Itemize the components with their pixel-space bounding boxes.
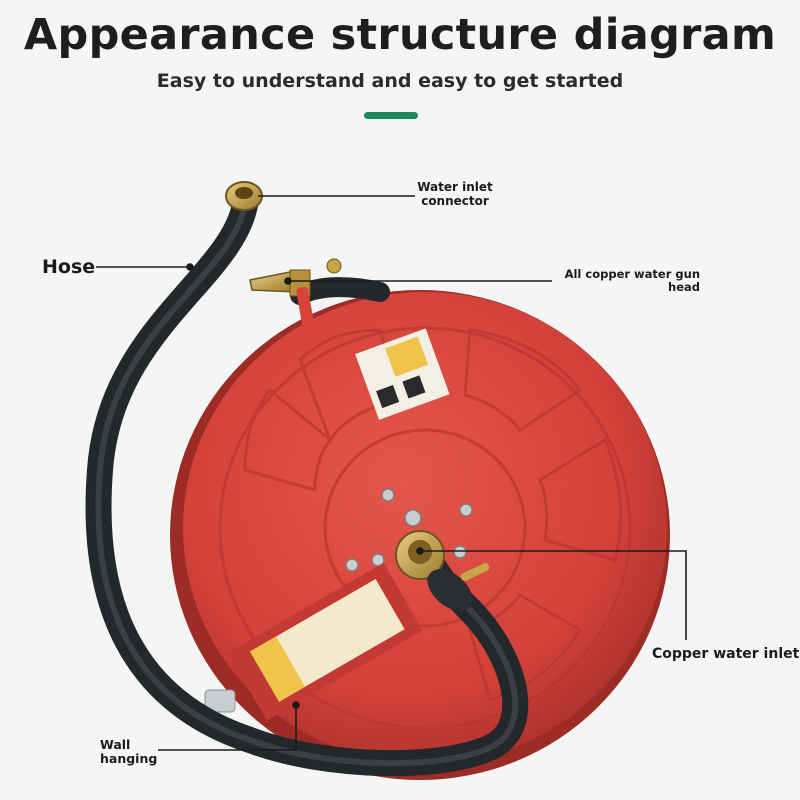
callout-lines: [96, 195, 687, 751]
reel-emboss: [218, 326, 632, 730]
accent-divider: [364, 112, 418, 119]
label-copper-water-inlet: Copper water inlet: [652, 646, 800, 662]
water-gun-head: [249, 258, 342, 339]
product-sticker: [355, 328, 450, 420]
inlet-connector: [225, 181, 263, 211]
hub-bolts: [345, 488, 473, 572]
hose-gun-segment: [290, 277, 390, 305]
bracket-pin: [204, 689, 236, 713]
page-subtitle: Easy to understand and easy to get start…: [156, 70, 624, 92]
wall-bracket: [227, 562, 423, 721]
label-hose: Hose: [42, 256, 96, 278]
page-title: Appearance structure diagram: [23, 10, 777, 60]
